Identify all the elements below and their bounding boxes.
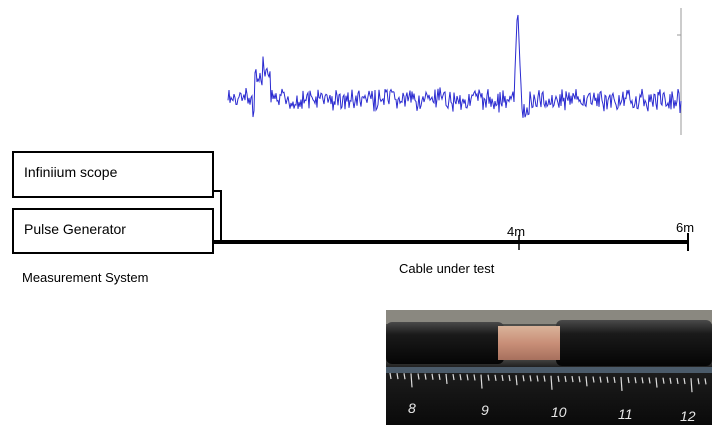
ruler-tick	[466, 374, 469, 381]
cable-photo-drawing	[386, 310, 712, 425]
ruler-tick	[571, 376, 574, 383]
ruler-tick	[634, 377, 637, 384]
ruler-tick	[627, 376, 630, 384]
ruler-tick	[487, 374, 490, 381]
ruler-tick	[396, 373, 399, 380]
ruler-tick	[683, 377, 686, 385]
cable-under-test-label: Cable under test	[399, 261, 495, 276]
ruler-tick	[697, 378, 700, 385]
ruler-tick	[403, 373, 406, 380]
ruler-tick	[662, 377, 665, 384]
scope-connector	[214, 190, 222, 242]
ruler-tick	[655, 377, 658, 388]
ruler-tick	[424, 373, 427, 380]
waveform-trace	[227, 14, 682, 118]
ruler-tick	[669, 377, 672, 384]
ruler-tick	[543, 375, 546, 382]
ruler-tick	[641, 377, 644, 384]
pulse-generator-label: Pulse Generator	[24, 221, 126, 237]
ruler-tick	[550, 375, 553, 390]
ruler-number: 10	[551, 404, 567, 420]
ruler-tick	[459, 374, 462, 381]
ruler-tick	[410, 373, 413, 388]
ruler-tick	[431, 373, 434, 380]
ruler-tick	[606, 376, 609, 383]
mark-6m-label: 6m	[676, 220, 695, 235]
ruler-tick	[592, 376, 595, 383]
exposed-shield	[498, 326, 560, 360]
ruler-tick	[473, 374, 476, 381]
ruler-tick	[522, 375, 525, 382]
measurement-system-label: Measurement System	[22, 270, 149, 285]
ruler-tick	[438, 373, 441, 380]
ruler-tick	[508, 374, 511, 382]
ruler-tick	[389, 372, 392, 380]
ruler-ticks	[389, 372, 707, 393]
ruler-tick	[578, 376, 581, 383]
ruler-number: 8	[408, 400, 416, 416]
ruler-tick	[529, 375, 532, 382]
cable-jacket-left	[386, 322, 504, 364]
ruler-tick	[494, 374, 497, 381]
ruler-tick	[676, 377, 679, 385]
cable-photo: 8 9 10 11 12	[386, 310, 712, 425]
ruler-number: 11	[618, 406, 633, 422]
ruler-tick	[704, 378, 707, 385]
ruler-edge	[386, 367, 712, 373]
ruler-tick	[599, 376, 602, 383]
pulse-generator-box: Pulse Generator	[12, 208, 214, 254]
ruler-tick	[445, 373, 448, 385]
ruler-tick	[564, 375, 567, 383]
ruler-tick	[480, 374, 483, 389]
ruler-tick	[557, 375, 560, 382]
ruler-tick	[613, 376, 616, 383]
ruler-tick	[585, 376, 588, 387]
infiniium-scope-label: Infiniium scope	[24, 164, 118, 180]
ruler-number: 9	[481, 402, 489, 418]
ruler-tick	[690, 378, 693, 393]
mark-4m-label: 4m	[507, 224, 526, 239]
ruler-tick	[501, 374, 504, 382]
ruler-tick	[417, 373, 420, 380]
ruler-number: 12	[680, 408, 696, 424]
ruler-tick	[620, 376, 623, 392]
ruler-tick	[648, 377, 651, 384]
ruler-tick	[452, 373, 455, 381]
ruler-tick	[515, 375, 518, 386]
ruler-tick	[536, 375, 539, 382]
infiniium-scope-box: Infiniium scope	[12, 151, 214, 198]
cable-jacket-right	[556, 320, 712, 366]
